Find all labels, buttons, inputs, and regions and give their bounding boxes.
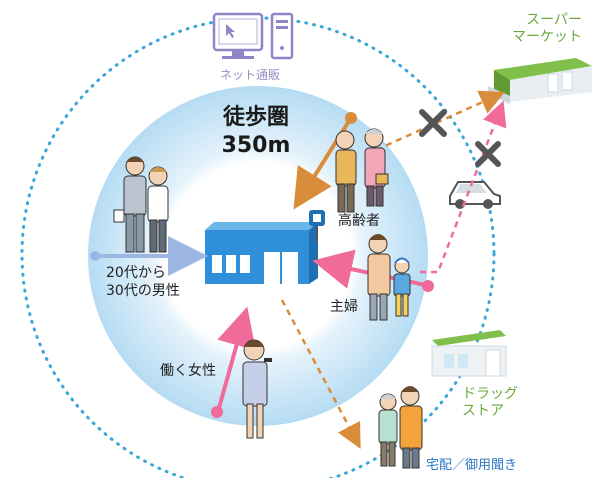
- walking-range-title: 徒歩圏 350m: [196, 104, 316, 160]
- men-label: 20代から 30代の男性: [106, 264, 180, 300]
- cross-mark-icon: [419, 109, 447, 137]
- arrow-store-delivery: [280, 299, 361, 449]
- computer-icon: [212, 12, 294, 60]
- elderly-figures: [335, 128, 389, 213]
- delivery-label: 宅配／御用聞き: [426, 458, 518, 473]
- drugstore-label: ドラッグ ストア: [462, 386, 518, 420]
- walking-range-title-line2: 350m: [221, 133, 291, 158]
- working-women-label: 働く女性: [160, 363, 216, 379]
- drugstore-building-icon: [431, 330, 507, 377]
- online-shopping-label: ネット通販: [220, 68, 281, 82]
- men-label-line1: 20代から: [106, 265, 166, 281]
- housewife-label: 主婦: [330, 299, 358, 315]
- convenience-store-icon: [205, 222, 318, 284]
- drugstore-label-line1: ドラッグ: [462, 386, 518, 402]
- elderly-label: 高齢者: [338, 213, 380, 229]
- supermarket-building-icon: [488, 58, 592, 104]
- supermarket-label-line1: スーパー: [526, 12, 582, 28]
- arrow-worker-to-store: [211, 306, 256, 418]
- supermarket-label: スーパー マーケット: [512, 12, 582, 46]
- walking-range-title-line1: 徒歩圏: [222, 105, 289, 130]
- housewife-figures: [367, 234, 411, 321]
- police-sign-icon: [309, 210, 325, 242]
- men-label-line2: 30代の男性: [106, 283, 180, 299]
- men-figures: [113, 156, 169, 253]
- working-woman-figure: [242, 339, 272, 439]
- delivery-figures: [378, 386, 423, 469]
- drugstore-label-line2: ストア: [462, 403, 504, 419]
- cross-mark-icon: [475, 141, 501, 167]
- car-icon: [449, 181, 501, 209]
- arrow-men-to-store: [90, 236, 208, 276]
- supermarket-label-line2: マーケット: [512, 29, 582, 45]
